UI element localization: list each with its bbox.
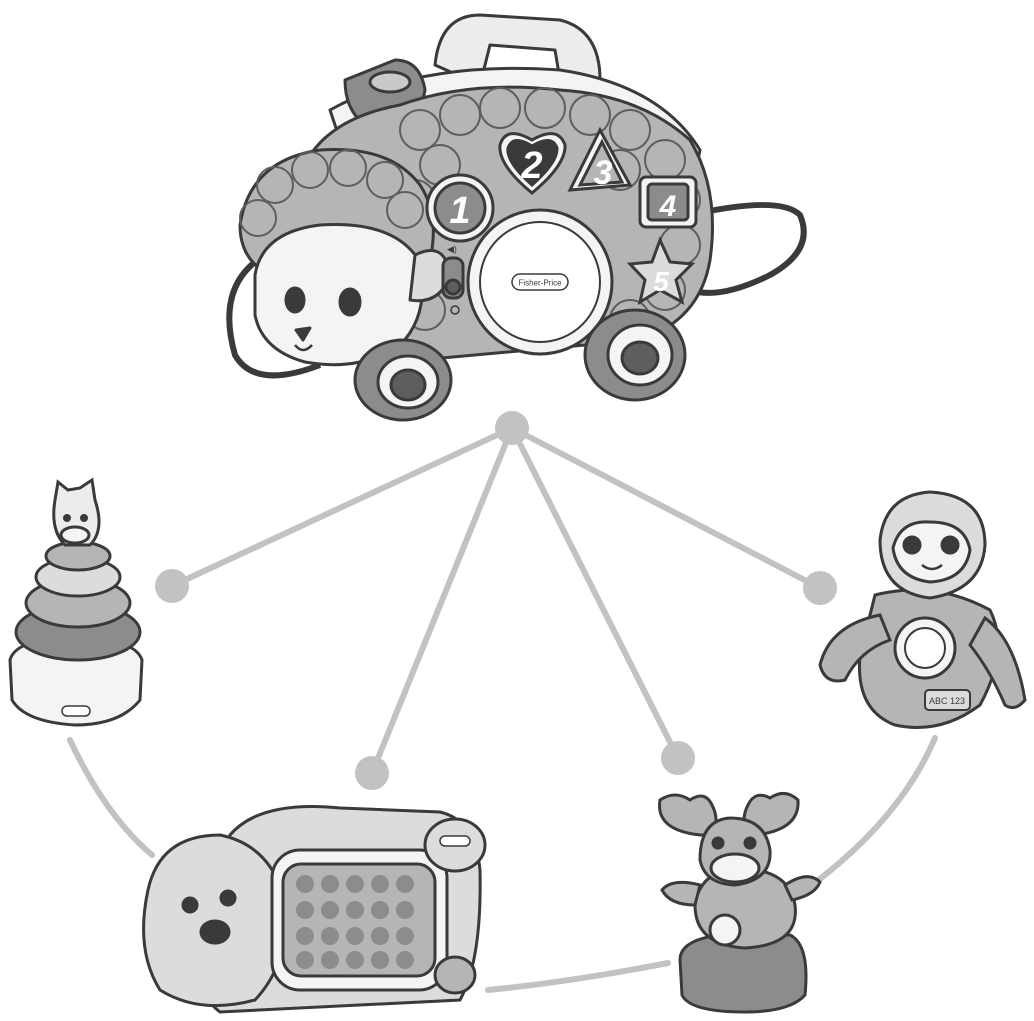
llama-eye-left <box>63 514 71 522</box>
moose-node <box>661 741 695 775</box>
wheel-front-right <box>583 308 687 402</box>
heart-shape-button: 2 <box>498 132 567 195</box>
sloth-arm-right <box>968 615 1027 710</box>
hub-node <box>495 411 529 445</box>
volume-switch-knob <box>444 278 462 296</box>
fisher-price-logo-hub-text: Fisher-Price <box>518 279 562 288</box>
shape-number-3: 3 <box>594 154 613 192</box>
sloth-face <box>891 520 972 584</box>
moose-arm-left <box>660 880 702 907</box>
moose-arm-right <box>783 875 822 902</box>
volume-high-icon: ◀) <box>447 244 457 254</box>
connector-nodes <box>155 411 837 790</box>
llama-eye-right <box>80 514 88 522</box>
wheel-front-left <box>353 338 453 422</box>
sloth-badge <box>924 689 971 711</box>
sloth-eye-left <box>902 535 922 555</box>
llama-muzzle <box>59 525 91 545</box>
otter-light-grid <box>281 862 437 978</box>
moose-antler-left <box>658 793 718 837</box>
shape-number-5: 5 <box>653 266 669 297</box>
shape-number-1: 1 <box>449 190 470 232</box>
moose-snout <box>709 852 761 884</box>
toggle-knob-top <box>368 70 412 94</box>
moose-eye-left <box>711 836 725 850</box>
power-off-icon <box>450 305 460 315</box>
sloth-tummy-button <box>904 627 946 669</box>
connectors <box>67 425 938 993</box>
star-shape-button: 5 <box>626 236 696 306</box>
sloth-smile <box>921 563 943 571</box>
sloth-arm-left <box>818 613 892 683</box>
moose-eye-right <box>743 836 757 850</box>
pull-cord <box>689 202 807 296</box>
circle-shape-button: 1 <box>425 173 495 243</box>
otter-eye-left <box>181 896 199 914</box>
stacker-node <box>155 569 189 603</box>
otter-illustration <box>142 805 487 1014</box>
moose-feet <box>678 933 808 1014</box>
sloth-node <box>803 571 837 605</box>
sheep-eye-left <box>284 286 306 314</box>
otter-eye-right <box>219 889 237 907</box>
sloth-illustration: ABC 123 <box>818 490 1027 729</box>
otter-lights <box>296 875 414 969</box>
triangle-shape-button: 3 <box>567 126 633 192</box>
sheep-hub-illustration: ◀) Fisher-Price <box>226 13 807 422</box>
shape-buttons: 1 2 3 4 5 <box>425 126 698 306</box>
connector-to-sloth <box>509 425 823 591</box>
sheep-nose <box>294 326 312 342</box>
moose-belly-button <box>708 913 742 947</box>
moose-illustration <box>658 792 822 1014</box>
arc-moose-sloth <box>805 735 938 891</box>
llama-stacker-illustration <box>8 477 144 727</box>
fisher-price-logo-hub <box>511 273 569 291</box>
otter-foot <box>433 955 477 995</box>
sloth-eye-right <box>940 535 960 555</box>
otter-logo <box>439 835 471 847</box>
otter-node <box>355 756 389 790</box>
sheep-mouth <box>294 344 313 352</box>
connector-to-moose <box>509 425 681 761</box>
sheep-eye-right <box>338 287 362 317</box>
sloth-badge-text: ABC 123 <box>929 696 965 706</box>
stacker-logo <box>61 705 91 717</box>
pull-cord-left <box>226 252 322 379</box>
square-shape-button: 4 <box>638 175 698 229</box>
arc-otter-moose <box>485 960 671 993</box>
head-fluff-texture <box>239 149 424 237</box>
otter-nose <box>199 919 231 945</box>
connector-to-otter <box>369 425 515 776</box>
shape-number-2: 2 <box>520 145 542 187</box>
shape-number-4: 4 <box>659 190 677 223</box>
connector-to-stacker <box>169 425 515 589</box>
arc-stacker-otter <box>67 737 155 858</box>
